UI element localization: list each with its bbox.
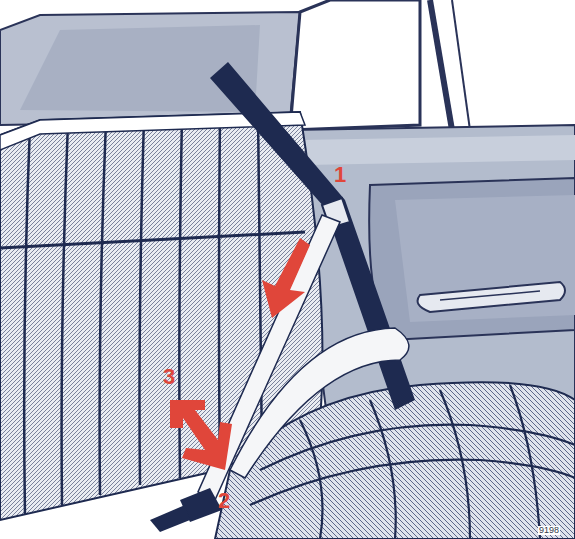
figure-code: 9198 — [538, 526, 560, 535]
callout-number: 3 — [163, 366, 175, 388]
callout-number: 1 — [334, 164, 346, 186]
callout-number: 2 — [218, 490, 230, 512]
